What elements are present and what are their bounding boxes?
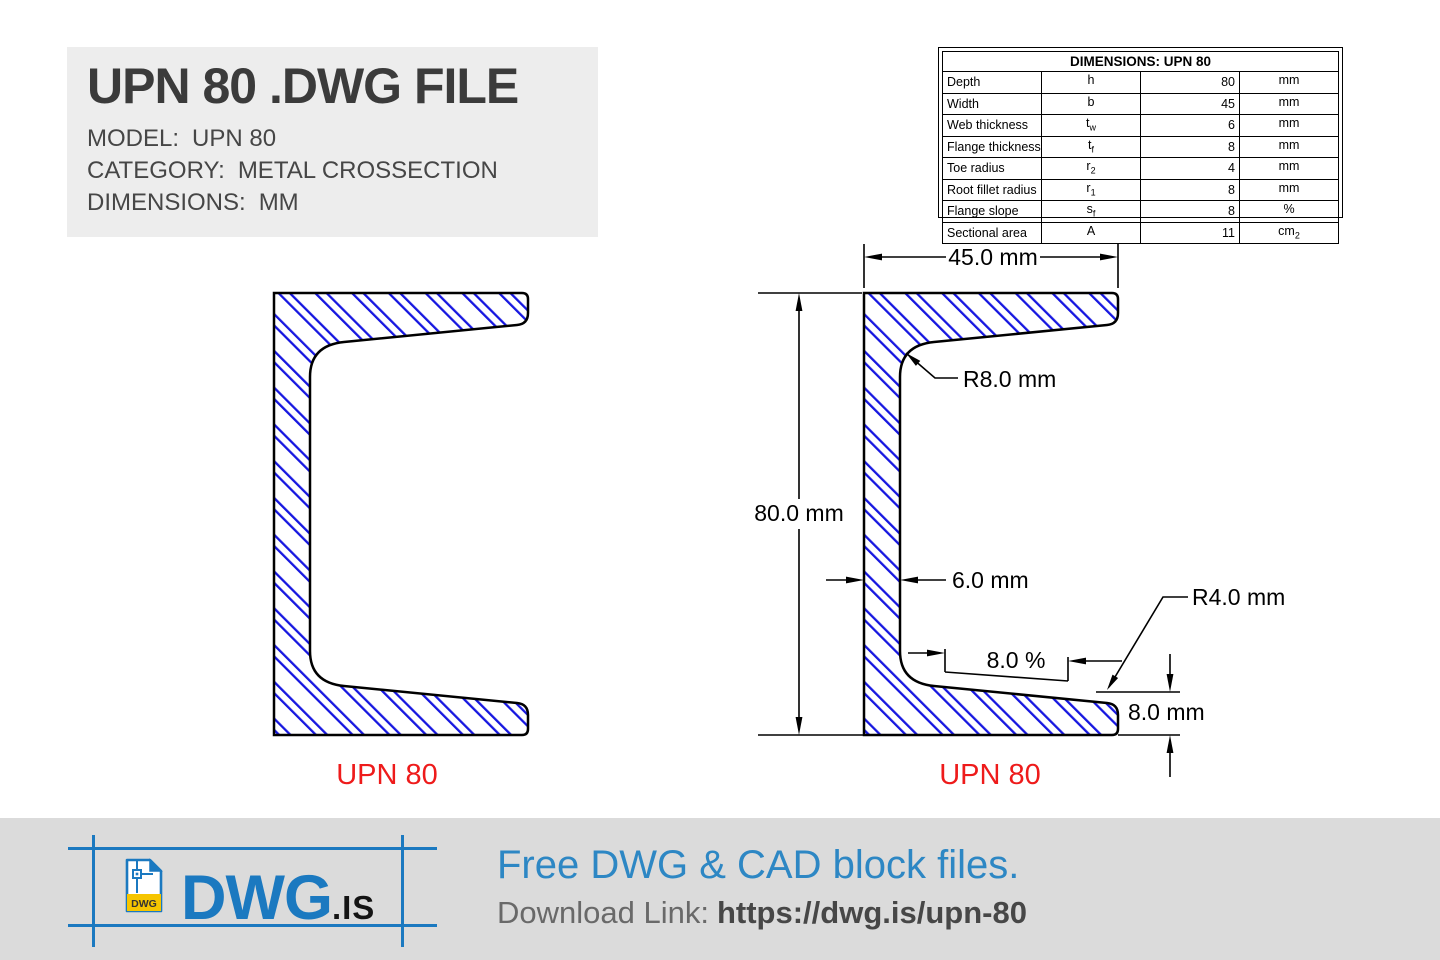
dwg-file-icon-label: DWG (131, 898, 157, 910)
dim-flange-slope-label: 8.0 % (987, 647, 1046, 673)
model-label: MODEL: (87, 125, 180, 152)
title-block: UPN 80 .DWG FILE MODEL:UPN 80 CATEGORY:M… (67, 47, 598, 237)
dimension-lines (758, 244, 1188, 777)
dim-flange-thickness-label: 8.0 mm (1128, 699, 1205, 725)
upn-profile-left (272, 291, 530, 737)
category-value: METAL CROSSECTION (237, 157, 498, 184)
page-title: UPN 80 .DWG FILE (87, 58, 519, 114)
dim-toe-radius-label: R4.0 mm (1192, 584, 1285, 610)
dimension-arrows (795, 253, 1174, 753)
download-label: Download Link: (497, 895, 709, 930)
download-url[interactable]: https://dwg.is/upn-80 (716, 895, 1027, 930)
dimensions-line: DIMENSIONS: MM (87, 187, 598, 219)
category-label: CATEGORY: (87, 157, 225, 184)
dim-web-thickness-label: 6.0 mm (952, 567, 1029, 593)
table-header-row: DIMENSIONS: UPN 80 (942, 51, 1339, 72)
dimensions-value: MM (258, 189, 299, 216)
logo-dwg: DWG (181, 863, 333, 933)
dimensions-label: DIMENSIONS: (87, 189, 246, 216)
profile-name-right: UPN 80 (939, 759, 1041, 791)
crop-mark-bottom (68, 924, 437, 927)
logo-is: .IS (331, 889, 376, 926)
footer-tagline: Free DWG & CAD block files. (497, 843, 1020, 887)
dim-root-radius-label: R8.0 mm (963, 366, 1056, 392)
category-line: CATEGORY: METAL CROSSECTION (87, 155, 598, 187)
download-line: Download Link:https://dwg.is/upn-80 (497, 895, 1027, 931)
table-title: DIMENSIONS: UPN 80 (942, 51, 1339, 72)
footer: DWG DWG.IS Free DWG & CAD block files. D… (0, 818, 1440, 960)
dim-width-label: 45.0 mm (948, 244, 1037, 270)
crop-mark-left (92, 835, 95, 947)
model-line: MODEL: UPN 80 (87, 123, 598, 155)
dwg-file-icon: DWG (125, 858, 163, 913)
model-value: UPN 80 (192, 125, 277, 152)
dim-height-label: 80.0 mm (754, 500, 843, 526)
site-logo: DWG.IS (181, 862, 375, 934)
crop-mark-right (401, 835, 404, 947)
profile-name-left: UPN 80 (336, 759, 438, 791)
crop-mark-top (68, 847, 437, 850)
